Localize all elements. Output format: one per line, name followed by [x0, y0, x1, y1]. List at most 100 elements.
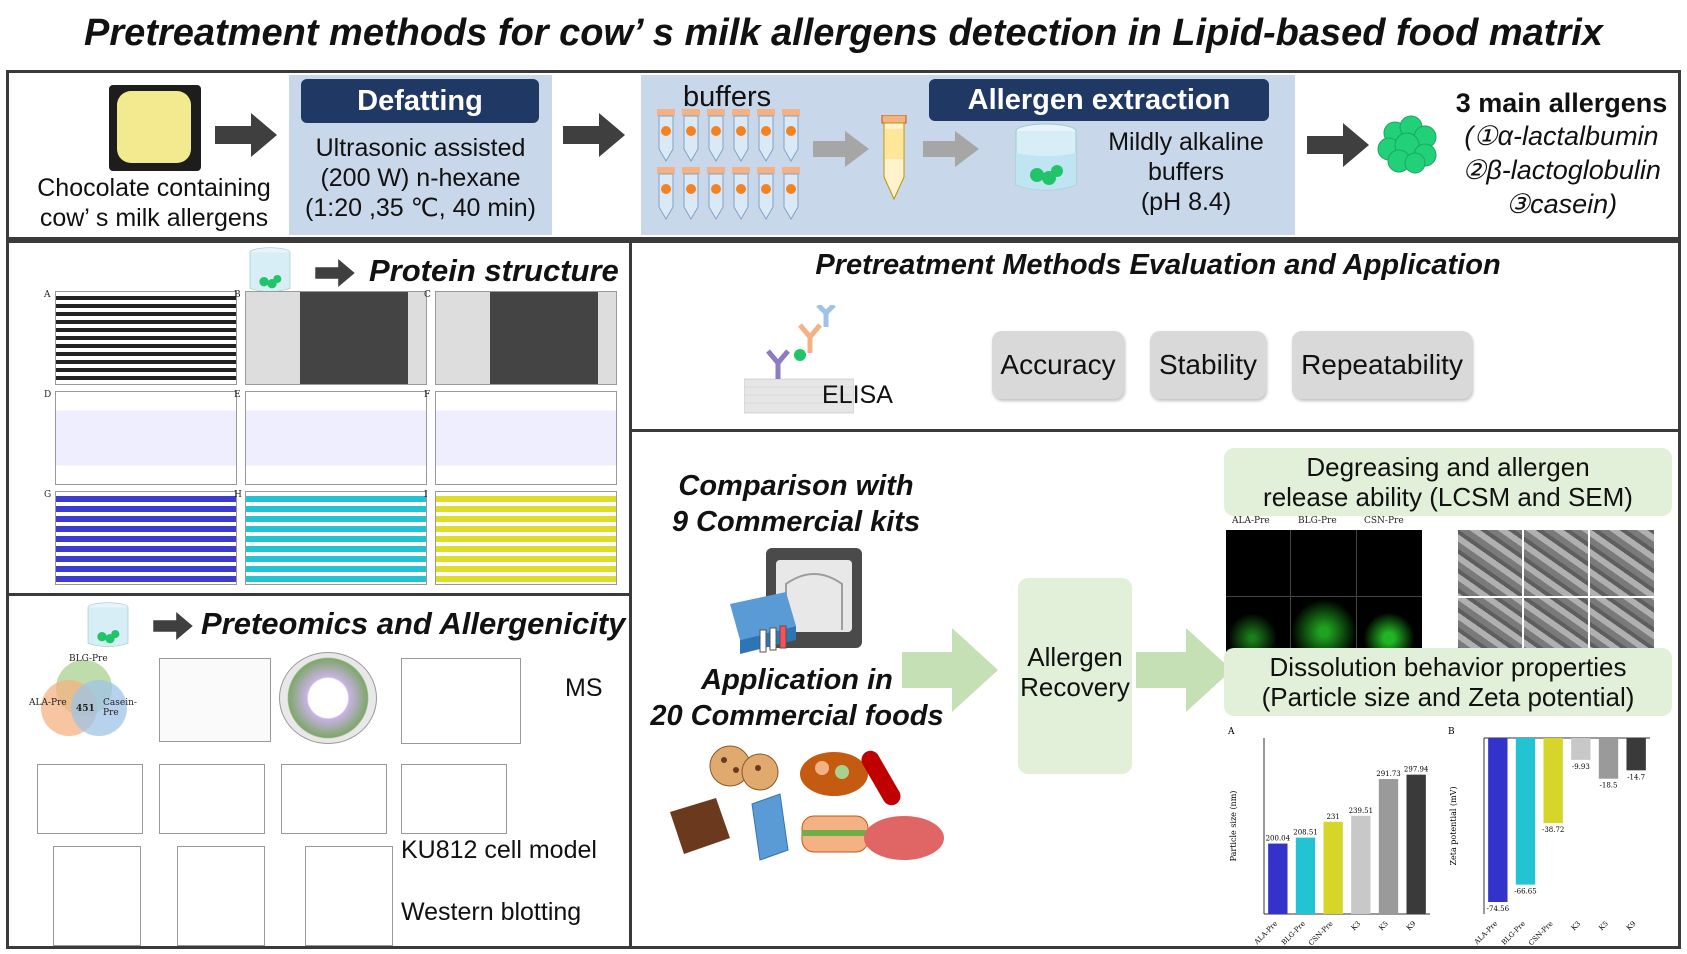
category-label: BLG-Pre [1280, 920, 1307, 946]
y-axis-label: Zeta potential (mV) [1449, 786, 1458, 865]
allergen-item-1: (①α-lactalbumin [1464, 121, 1659, 151]
sem-images [1458, 530, 1654, 666]
category-label: K5 [1597, 920, 1610, 933]
beaker-icon [1015, 123, 1077, 191]
application-line1: Application in [701, 664, 893, 696]
pca-plot [159, 658, 271, 742]
venn-label-casein: Casein-Pre [103, 698, 137, 718]
western-blot-k [305, 846, 393, 946]
workflow-panel: Chocolate containing cow’ s milk allerge… [6, 70, 1681, 240]
extraction-tag: Allergen extraction [929, 79, 1269, 121]
arrow-right-icon [315, 259, 355, 287]
degreasing-line2: release ability (LCSM and SEM) [1263, 482, 1633, 512]
category-label: K9 [1625, 920, 1638, 933]
extraction-line1: Mildly alkaline [1108, 128, 1264, 156]
data-label: 231 [1326, 813, 1339, 821]
panel-letter: E [234, 390, 241, 400]
bar [1295, 837, 1316, 914]
buffers-label: buffers [683, 81, 772, 113]
allergen-item-2: ②β-lactoglobulin [1462, 155, 1661, 185]
protein-figure-e: E [234, 390, 427, 485]
bar [1268, 843, 1288, 914]
bar [1543, 738, 1563, 824]
category-label: K5 [1377, 920, 1390, 933]
bar [1378, 779, 1399, 914]
proteomics-panel: Preteomics and Allergenicity BLG-Pre ALA… [6, 593, 632, 949]
panel-letter: A [1227, 727, 1235, 737]
data-label: -74.56 [1487, 905, 1510, 913]
arrow-right-icon [215, 113, 277, 157]
protein-figure-c: C [424, 290, 617, 385]
venn-label-blg: BLG-Pre [69, 654, 108, 664]
y-axis-label: Particle size (nm) [1229, 791, 1238, 862]
bar-thumb-h [401, 764, 507, 834]
chocolate-image [109, 85, 201, 171]
panel-letter: B [234, 290, 241, 300]
ku812-label: KU812 cell model [401, 836, 597, 864]
bar-thumb-g [281, 764, 387, 834]
ms-label: MS [565, 674, 603, 702]
defatting-line2: (200 W) n-hexane [320, 164, 521, 192]
recovery-box: Allergen Recovery [1018, 578, 1132, 774]
degreasing-line1: Degreasing and allergen [1306, 452, 1590, 482]
data-label: 297.94 [1404, 766, 1429, 774]
bar [1515, 738, 1536, 885]
bar-thumb-e [37, 764, 143, 834]
comparison-line1: Comparison with [678, 470, 914, 502]
bar [1488, 738, 1508, 903]
dissolution-box: Dissolution behavior properties (Particl… [1224, 648, 1672, 716]
beaker-icon [249, 247, 291, 292]
panel-letter: I [424, 490, 428, 500]
repeatability-pill: Repeatability [1292, 331, 1472, 399]
bar [1571, 738, 1591, 760]
elisa-label: ELISA [822, 381, 893, 409]
data-label: 208.51 [1293, 829, 1318, 837]
recovery-line2: Recovery [1020, 672, 1130, 702]
arrow-right-icon [153, 612, 193, 640]
lcsm-header-3: CSN-Pre [1364, 516, 1404, 526]
protein-figure-a: A [44, 290, 237, 385]
arrow-right-icon [563, 113, 625, 157]
data-label: -38.72 [1542, 826, 1564, 834]
protein-figure-g: G [44, 490, 237, 585]
panel-letter: C [424, 290, 431, 300]
bar-thumb-f [159, 764, 265, 834]
dissolution-line2: (Particle size and Zeta potential) [1261, 682, 1635, 712]
panel-letter: F [424, 390, 431, 400]
green-arrow-icon [1136, 628, 1232, 712]
particle-size-chart: Particle size (nm)200.04ALA-Pre208.51BLG… [1227, 727, 1430, 946]
category-label: ALA-Pre [1472, 920, 1499, 946]
panel-letter: H [234, 490, 242, 500]
defatting-line3: (1:20 ,35 ℃, 40 min) [305, 194, 536, 222]
defatting-tag: Defatting [301, 79, 539, 123]
venn-center-count: 451 [76, 704, 95, 714]
western-blot-j [177, 846, 265, 946]
sample-label: Chocolate containing cow’ s milk allerge… [37, 174, 271, 232]
data-label: 200.04 [1266, 835, 1291, 843]
bar [1626, 738, 1646, 771]
evaluation-title: Pretreatment Methods Evaluation and Appl… [815, 249, 1501, 281]
figure-grid: A B C D E F G H I [44, 290, 625, 591]
data-label: -66.65 [1514, 888, 1536, 896]
beaker-icon [87, 602, 129, 647]
protein-figure-i: I [424, 490, 617, 585]
arrow-right-icon [1307, 123, 1369, 167]
allergen-cluster-icon [1377, 115, 1437, 174]
accuracy-pill: Accuracy [992, 331, 1124, 399]
panel-letter: G [44, 490, 52, 500]
panel-letter: D [44, 390, 52, 400]
protein-figure-f: F [424, 390, 617, 485]
data-label: 291.73 [1376, 770, 1401, 778]
panel-letter: A [44, 290, 51, 300]
extraction-box: buffers Allergen extraction Mildly alkal… [641, 75, 1295, 235]
bar [1351, 815, 1371, 914]
category-label: BLG-Pre [1500, 920, 1527, 946]
category-label: K3 [1570, 920, 1583, 933]
western-label: Western blotting [401, 898, 582, 926]
bubble-plot [401, 658, 521, 744]
data-label: -18.5 [1600, 782, 1618, 790]
commercial-foods-icon [670, 745, 944, 861]
category-label: K9 [1405, 920, 1418, 933]
